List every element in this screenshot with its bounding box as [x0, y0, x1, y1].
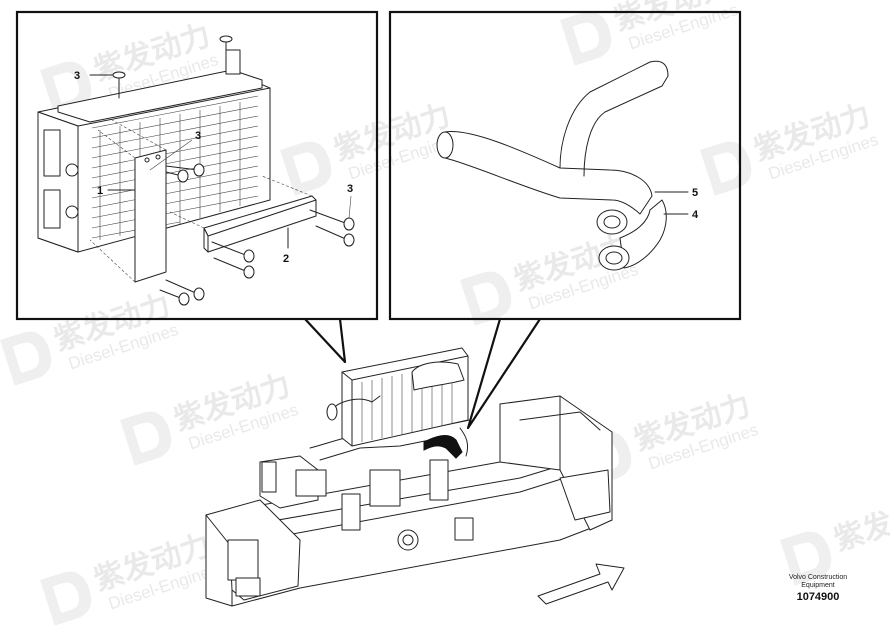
cooler-package — [326, 347, 469, 447]
watermark-tile: 紫发动力 Diesel-Engines — [700, 98, 881, 196]
callout-screw-mid: 3 — [195, 130, 201, 142]
watermark-tile: 紫发动力 Diesel-Engines — [560, 0, 741, 66]
watermark-logo-icon — [0, 331, 52, 386]
watermark-tile: 紫发动力 Diesel-Engines — [0, 288, 181, 386]
watermark-logo-icon — [280, 141, 332, 196]
footer: Volvo Construction Equipment 1074900 — [789, 574, 847, 603]
detail-frame-right — [388, 10, 742, 321]
direction-arrow — [537, 563, 625, 605]
watermark-tile: 紫发动力 Diesel-Engines — [280, 98, 461, 196]
watermark-logo-icon — [780, 531, 832, 586]
screws-bottom: 3 — [211, 183, 355, 279]
callout-hose-lower-label: 4 — [692, 209, 699, 221]
watermark-cn: 紫发动力 — [830, 488, 890, 558]
hose-lower — [598, 199, 689, 271]
side-plate: 1 — [89, 119, 167, 283]
bottom-plate: 2 — [169, 175, 317, 265]
hose-upper — [436, 60, 689, 235]
watermark-logo-icon — [120, 411, 172, 466]
watermark-logo-icon — [460, 271, 512, 326]
detail-box-hoses: 5 4 — [388, 10, 742, 321]
watermark-tile: 紫发动力 Diesel-Engines — [120, 368, 301, 466]
callout-screw-right: 3 — [347, 183, 353, 195]
callout-hose-upper-label: 5 — [692, 187, 698, 199]
callout-screw-top: 3 — [74, 70, 80, 82]
watermark-logo-icon — [560, 11, 612, 66]
watermark-tile: 紫发动力 Diesel-Engines — [40, 528, 221, 626]
maker-sub: Equipment — [801, 582, 835, 589]
screw-top: 3 — [74, 35, 233, 99]
watermark-tile: 紫发动力 — [780, 488, 890, 586]
detail-box-radiator: 3 1 3 — [15, 10, 379, 321]
maker-name: Volvo Construction — [789, 574, 847, 581]
machine-hose-highlight — [423, 435, 463, 459]
watermark-tile: 紫发动力 Diesel-Engines — [460, 228, 641, 326]
drawing-number: 1074900 — [797, 591, 840, 603]
callout-side-plate: 1 — [97, 185, 103, 197]
screws-side: 3 — [149, 130, 205, 306]
callout-bottom-plate: 2 — [283, 253, 289, 265]
watermark-logo-icon — [40, 571, 92, 626]
detail-frame-left — [15, 10, 379, 321]
detail-pointers — [304, 318, 541, 430]
machine-frame — [205, 347, 613, 607]
watermark-logo-icon — [700, 141, 752, 196]
